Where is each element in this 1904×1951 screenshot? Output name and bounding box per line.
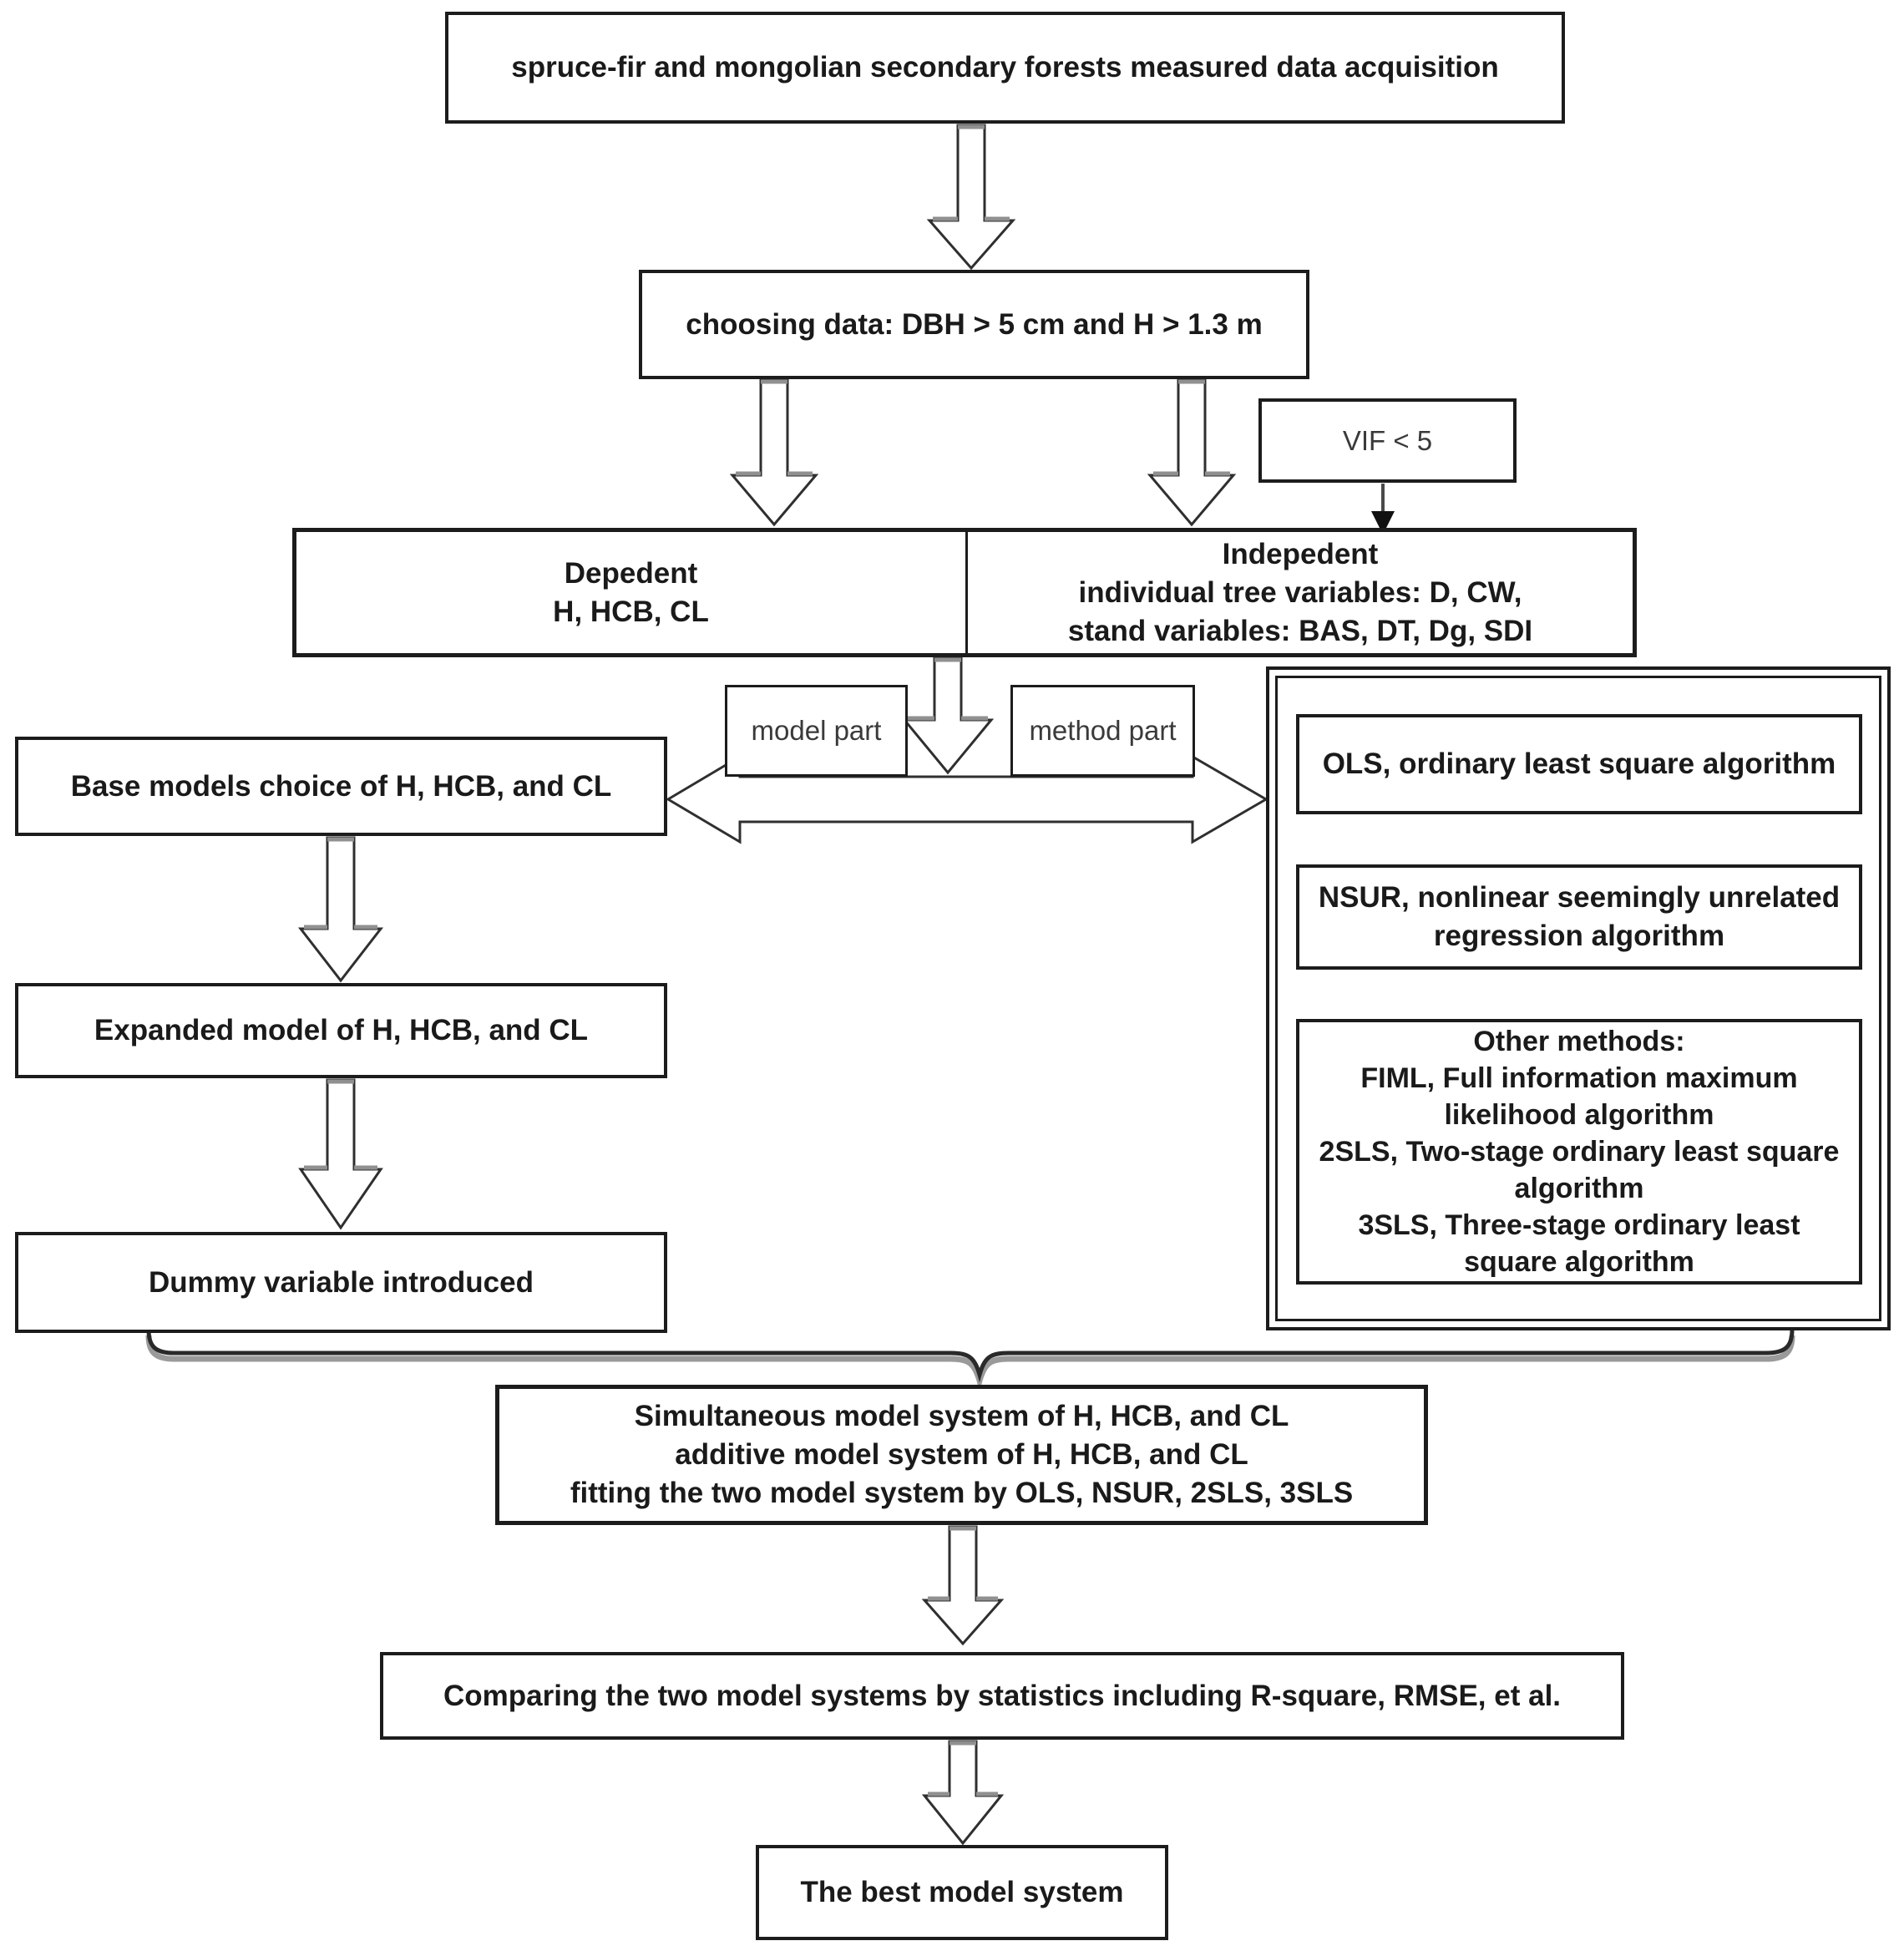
node-vif-filter: VIF < 5 [1258,398,1517,483]
node-independent-variables: Indepedent individual tree variables: D,… [965,532,1633,653]
node-model-part-label: model part [751,715,882,746]
node-base-models: Base models choice of H, HCB, and CL [15,737,667,836]
arrow-choosing-to-independent [1147,378,1237,527]
node-model-system-label: Simultaneous model system of H, HCB, and… [570,1400,1354,1509]
node-vif-filter-label: VIF < 5 [1342,424,1433,456]
node-dependent-label: Depedent H, HCB, CL [553,556,709,628]
brace-merge [146,1329,1795,1383]
node-nsur-label: NSUR, nonlinear seemingly unrelated regr… [1318,881,1841,952]
brace-shadow [145,1335,1795,1391]
arrow-choosing-to-independent-shading [1153,379,1230,476]
node-nsur-method: NSUR, nonlinear seemingly unrelated regr… [1296,864,1862,970]
arrow-variables-to-parts-shading [908,657,988,721]
node-best-model: The best model system [756,1845,1168,1940]
arrow-system-to-comparing [921,1525,1005,1646]
node-ols-method: OLS, ordinary least square algorithm [1296,714,1862,814]
node-expanded-model-label: Expanded model of H, HCB, and CL [94,1014,589,1046]
arrow-comparing-to-best-shading [928,1741,998,1796]
arrow-base-to-expanded [297,836,384,983]
arrow-choosing-to-dependent-shading [736,379,813,476]
arrow-choosing-to-dependent [729,378,819,527]
node-data-acquisition: spruce-fir and mongolian secondary fores… [445,12,1565,124]
node-other-methods-label: Other methods: FIML, Full information ma… [1319,1026,1840,1278]
node-method-part-label: method part [1029,715,1177,746]
arrow-base-to-expanded-shading [304,837,377,930]
node-dependent-variables: Depedent H, HCB, CL [296,532,965,653]
arrow-comparing-to-best [921,1740,1005,1846]
node-choosing-data: choosing data: DBH > 5 cm and H > 1.3 m [639,270,1309,379]
node-independent-label: Indepedent individual tree variables: D,… [1067,537,1533,647]
node-model-system: Simultaneous model system of H, HCB, and… [495,1385,1428,1525]
arrow-variables-to-parts [901,656,995,775]
node-ols-label: OLS, ordinary least square algorithm [1322,747,1836,780]
node-base-models-label: Base models choice of H, HCB, and CL [70,769,612,803]
arrow-expanded-to-dummy [298,1078,383,1230]
arrow-acquisition-to-choosing [926,124,1016,271]
node-data-acquisition-label: spruce-fir and mongolian secondary fores… [511,51,1499,84]
node-method-part: method part [1010,685,1195,777]
node-best-model-label: The best model system [800,1876,1124,1908]
node-choosing-data-label: choosing data: DBH > 5 cm and H > 1.3 m [686,307,1263,341]
node-expanded-model: Expanded model of H, HCB, and CL [15,983,667,1078]
node-dummy-variable: Dummy variable introduced [15,1232,667,1333]
arrow-expanded-to-dummy-shading [304,1079,377,1170]
node-comparing: Comparing the two model systems by stati… [380,1652,1624,1740]
node-comparing-label: Comparing the two model systems by stati… [443,1679,1562,1712]
node-dummy-variable-label: Dummy variable introduced [149,1265,534,1299]
arrow-acquisition-to-choosing-shading [933,124,1010,221]
node-variables: Depedent H, HCB, CL Indepedent individua… [292,528,1637,657]
arrow-system-to-comparing-shading [928,1526,998,1601]
methods-panel-inner-border [1275,676,1881,1321]
node-other-methods: Other methods: FIML, Full information ma… [1296,1019,1862,1285]
node-model-part: model part [725,685,908,777]
